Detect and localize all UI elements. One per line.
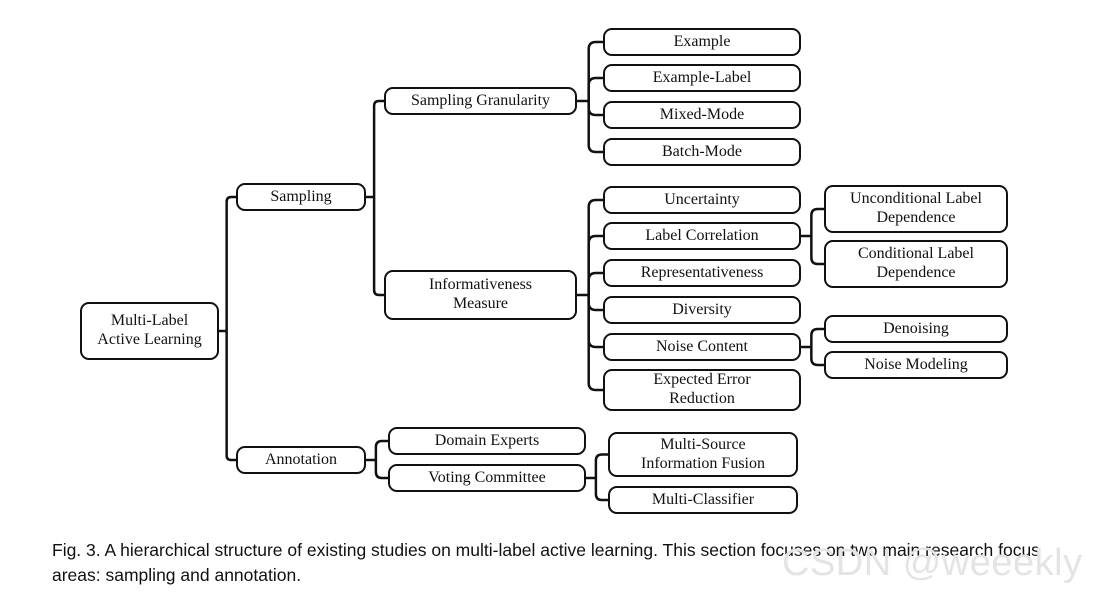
connector-branch	[587, 198, 603, 295]
node-annotation: Annotation	[236, 446, 366, 474]
figure-caption: Fig. 3. A hierarchical structure of exis…	[52, 540, 1040, 585]
connector-branch	[594, 453, 608, 478]
connector-branch	[587, 295, 603, 392]
connector-branch	[587, 271, 603, 295]
connector-branch	[587, 101, 603, 154]
connector-branch	[225, 195, 236, 331]
node-multi-classifier: Multi-Classifier	[608, 486, 798, 514]
node-sampling-granularity: Sampling Granularity	[384, 87, 577, 115]
connector-branch	[587, 40, 603, 101]
connector-branch	[810, 327, 824, 347]
connector-branch	[594, 478, 608, 502]
node-example-label: Example-Label	[603, 64, 801, 92]
node-batch-mode: Batch-Mode	[603, 138, 801, 166]
node-uncertainty: Uncertainty	[603, 186, 801, 214]
node-label-correlation: Label Correlation	[603, 222, 801, 250]
node-representativeness: Representativeness	[603, 259, 801, 287]
connector-branch	[374, 460, 388, 480]
connector-branch	[810, 207, 824, 236]
connector-branch	[374, 439, 388, 460]
connector-branch	[810, 236, 824, 266]
connector-branch	[225, 331, 236, 462]
node-diversity: Diversity	[603, 296, 801, 324]
node-denoising: Denoising	[824, 315, 1008, 343]
connector-branch	[587, 101, 603, 117]
node-mixed-mode: Mixed-Mode	[603, 101, 801, 129]
connector-branch	[587, 234, 603, 295]
connector-branch	[372, 197, 384, 297]
connector-branch	[587, 295, 603, 312]
connector-branch	[810, 347, 824, 367]
node-noise-modeling: Noise Modeling	[824, 351, 1008, 379]
node-voting-committee: Voting Committee	[388, 464, 586, 492]
connector-branch	[587, 76, 603, 101]
node-noise-content: Noise Content	[603, 333, 801, 361]
connector-branch	[372, 99, 384, 197]
connector-branch	[587, 295, 603, 349]
node-sampling: Sampling	[236, 183, 366, 211]
node-example: Example	[603, 28, 801, 56]
node-domain-experts: Domain Experts	[388, 427, 586, 455]
